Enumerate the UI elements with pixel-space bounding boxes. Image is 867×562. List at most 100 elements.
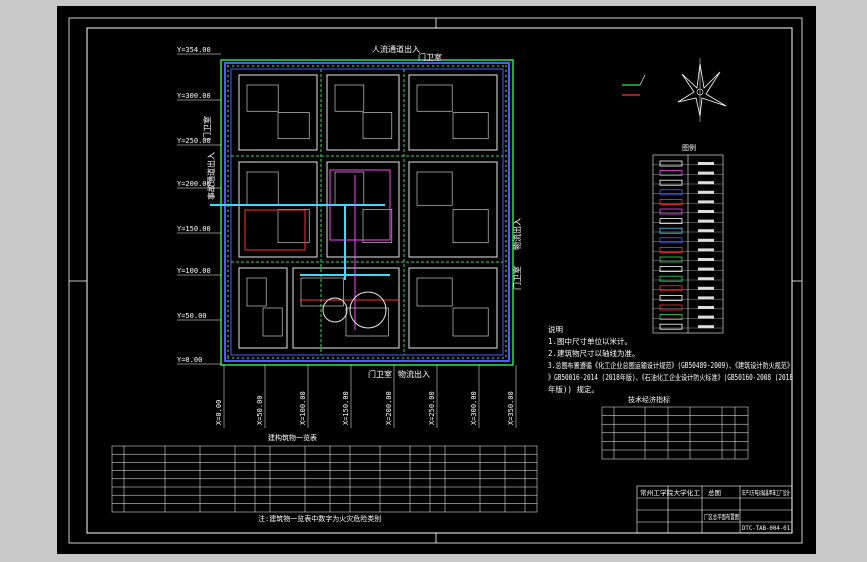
legend-text-mark bbox=[698, 171, 714, 175]
left-entry-label: 事故通道出入 bbox=[206, 152, 216, 200]
building-outline bbox=[300, 277, 344, 307]
legend-swatch bbox=[659, 294, 683, 301]
legend-text-mark bbox=[698, 277, 714, 281]
x-mark: X=200.00 bbox=[385, 391, 393, 425]
legend-text-mark bbox=[698, 229, 714, 233]
legend-swatch bbox=[659, 285, 683, 292]
gate-labels: 人流通道出入 门卫室 门卫室 物流出入 门卫室 事故通道出入 物流出入 门卫室 bbox=[202, 44, 522, 379]
x-mark: X=100.00 bbox=[299, 391, 307, 425]
legend-text-mark bbox=[698, 190, 714, 194]
wind-rose bbox=[677, 58, 727, 122]
building-outline bbox=[262, 307, 283, 337]
legend-swatch bbox=[659, 314, 683, 321]
right-gate-label: 门卫室 bbox=[512, 266, 522, 290]
legend-swatch bbox=[659, 237, 683, 244]
building-outline bbox=[416, 277, 453, 307]
legend-swatch bbox=[659, 189, 683, 196]
site-block bbox=[326, 74, 400, 151]
y-mark: Y=150.00 bbox=[177, 225, 211, 233]
y-coordinate-marks: Y=354.00Y=300.00Y=250.00Y=200.00Y=150.00… bbox=[177, 46, 221, 365]
y-mark: Y=300.00 bbox=[177, 92, 211, 100]
legend-swatch bbox=[659, 198, 683, 205]
legend-rows bbox=[653, 160, 723, 330]
site-block bbox=[326, 161, 400, 258]
building-outline bbox=[416, 84, 453, 112]
building-outline bbox=[246, 277, 267, 307]
legend-text-mark bbox=[698, 248, 714, 252]
tech-econ-table bbox=[601, 406, 749, 460]
legend-swatch bbox=[659, 179, 683, 186]
legend-title: 图例 bbox=[682, 143, 696, 152]
internal-roads bbox=[231, 69, 503, 355]
y-mark: Y=50.00 bbox=[177, 312, 207, 320]
building-outline bbox=[362, 209, 393, 244]
y-mark: Y=200.00 bbox=[177, 180, 211, 188]
x-mark: X=50.00 bbox=[256, 395, 264, 425]
bottom-gate-label: 门卫室 bbox=[368, 369, 392, 379]
pipe-rack bbox=[210, 204, 390, 280]
building-outline bbox=[452, 209, 489, 244]
legend-text-mark bbox=[698, 315, 714, 319]
top-entry-label: 人流通道出入 bbox=[372, 44, 420, 54]
building-outline bbox=[452, 112, 489, 140]
legend-swatch bbox=[659, 208, 683, 215]
title-block bbox=[636, 485, 793, 534]
building-outline bbox=[452, 307, 489, 337]
title-block-drawing-no: DTC-TAB-004-01 bbox=[742, 524, 790, 532]
building-outline bbox=[334, 84, 365, 112]
title-block-school: 常州工学院大学化工 bbox=[640, 488, 701, 497]
site-block bbox=[238, 74, 318, 151]
legend-swatch bbox=[659, 323, 683, 330]
legend-swatch bbox=[659, 275, 683, 282]
notes-line-2: 2.建筑物尺寸以轴线为准。 bbox=[548, 348, 640, 358]
legend-swatch bbox=[659, 227, 683, 234]
legend-swatch bbox=[659, 170, 683, 177]
legend-swatch bbox=[659, 160, 683, 167]
x-mark: X=300.00 bbox=[470, 391, 478, 425]
title-block-drawing-name: 厂区总平面布置图 bbox=[704, 512, 739, 521]
building-outline bbox=[416, 171, 453, 206]
legend-swatch bbox=[659, 304, 683, 311]
building-table-footer: 注:建筑物一览表中数字为火灾危险类别 bbox=[258, 514, 381, 523]
legend-swatch bbox=[659, 246, 683, 253]
legend-text-mark bbox=[698, 219, 714, 223]
notes-line-5: 年版)) 规定。 bbox=[548, 384, 599, 394]
x-mark: X=350.00 bbox=[507, 391, 515, 425]
building-outline bbox=[345, 307, 389, 337]
tech-table-title: 技术经济指标 bbox=[628, 395, 670, 404]
legend-text-mark bbox=[698, 238, 714, 242]
legend-text-mark bbox=[698, 200, 714, 204]
sheet-border-outer bbox=[68, 17, 803, 544]
notes-line-4: 》GB50016-2014 (2018年版)、《石油化工企业设计防火标准》(GB… bbox=[548, 372, 793, 382]
process-lines bbox=[244, 169, 400, 330]
site-block bbox=[408, 267, 498, 349]
legend-text-mark bbox=[698, 162, 714, 165]
site-boundary bbox=[220, 59, 514, 366]
site-blocks bbox=[238, 74, 498, 349]
notes-line-3: 3.总图布置遵循《化工企业总图运输设计规范》(GB50489-2009)、《建筑… bbox=[548, 360, 793, 370]
y-mark: Y=100.00 bbox=[177, 267, 211, 275]
site-block bbox=[408, 161, 498, 258]
compass-legend bbox=[622, 74, 646, 96]
legend-swatch bbox=[659, 266, 683, 273]
legend-swatch bbox=[659, 218, 683, 225]
legend-text-mark bbox=[698, 258, 714, 261]
bottom-entry-label: 物流出入 bbox=[398, 369, 430, 379]
greenery-dots bbox=[227, 65, 507, 359]
building-table-title: 建构筑物一览表 bbox=[268, 433, 317, 442]
legend-text-mark bbox=[698, 325, 714, 329]
border-ticks bbox=[69, 18, 802, 543]
building-outline bbox=[277, 112, 310, 140]
y-mark: Y=354.00 bbox=[177, 46, 211, 54]
x-mark: X=0.00 bbox=[215, 400, 223, 425]
legend-swatch bbox=[659, 256, 683, 263]
title-block-project: 年产3万吨对硝基甲苯工厂设计 bbox=[742, 488, 790, 497]
x-mark: X=150.00 bbox=[342, 391, 350, 425]
legend-text-mark bbox=[698, 306, 714, 309]
legend-text-mark bbox=[698, 296, 714, 300]
site-block bbox=[238, 161, 318, 258]
legend-text-mark bbox=[698, 267, 714, 271]
